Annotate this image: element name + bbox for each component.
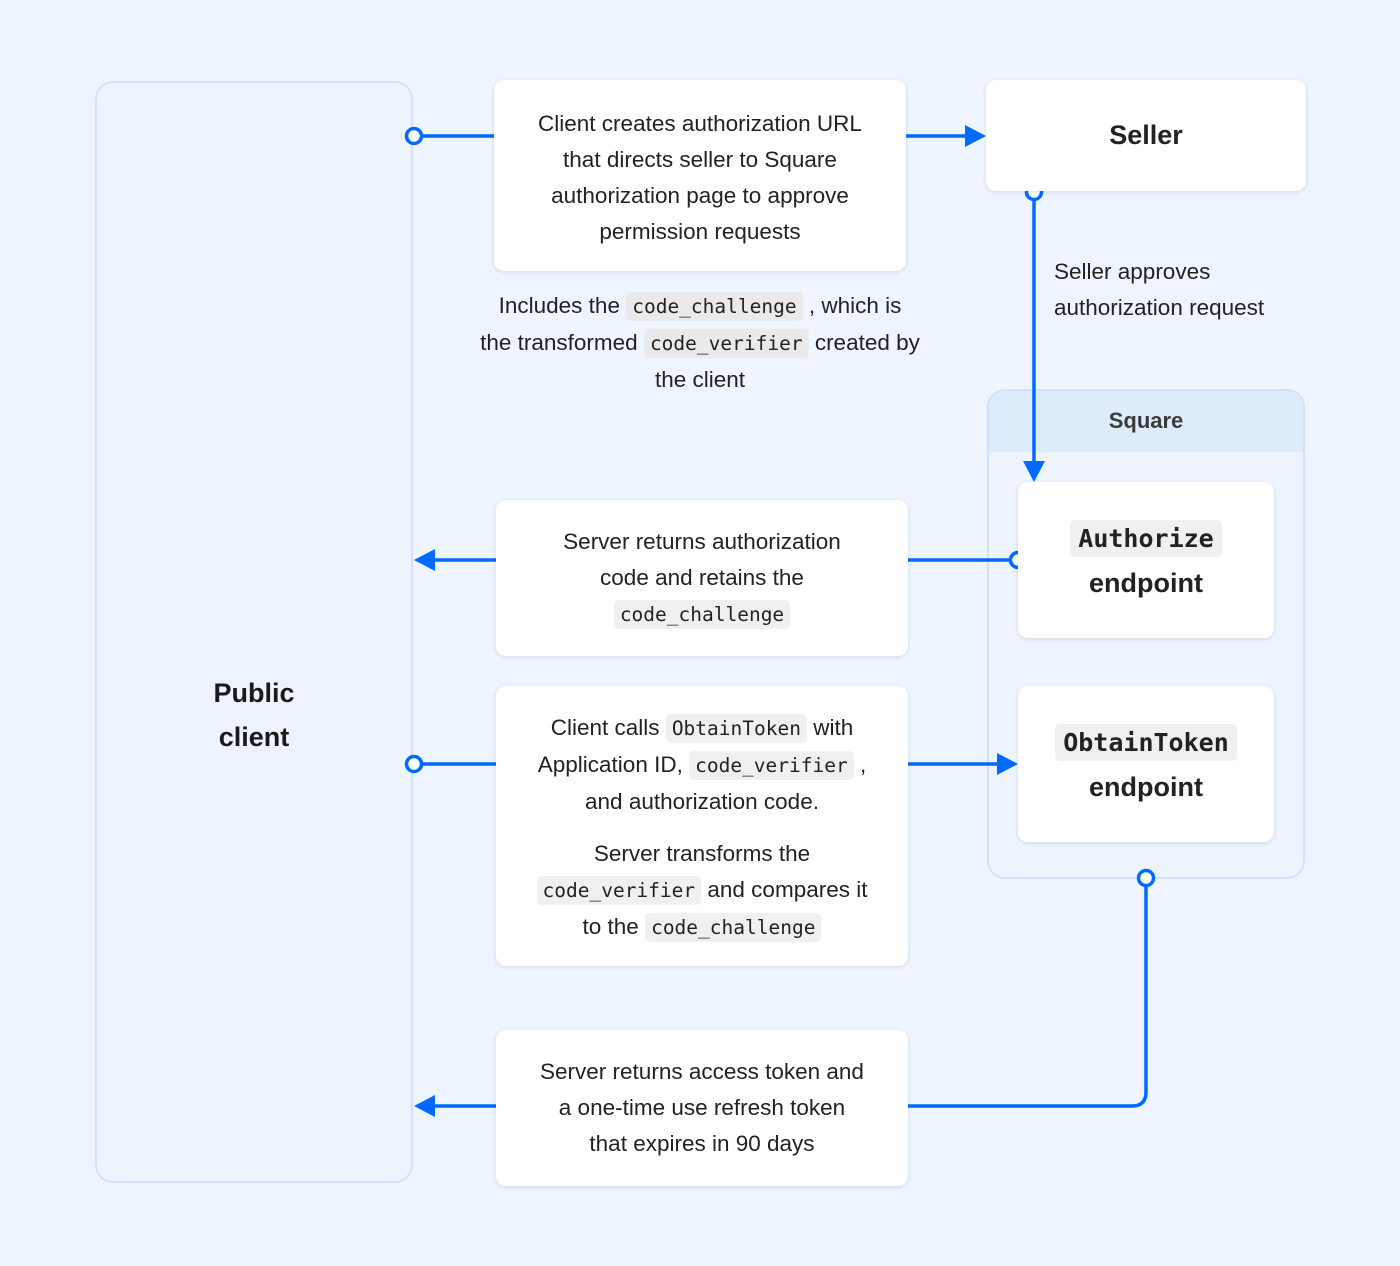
arrowhead-right-icon	[997, 753, 1018, 775]
seller-approves-label: Seller approves authorization request	[1054, 254, 1354, 326]
obtain-token-endpoint-text: endpoint	[1089, 772, 1203, 802]
step1-card: Client creates authorization URL that di…	[494, 80, 906, 271]
step3-text: Server returns authorization code and re…	[563, 529, 841, 590]
arrowhead-left-icon	[414, 549, 435, 571]
authorize-endpoint-card: Authorize endpoint	[1018, 482, 1274, 638]
step4-paragraph-2: Server transforms the code_verifier and …	[520, 836, 884, 946]
public-client-panel: Public client	[95, 81, 413, 1183]
step4-text-2: with Application ID,	[537, 715, 854, 777]
step1-note-text-1: Includes the	[498, 293, 627, 318]
seller-card: Seller	[986, 80, 1306, 191]
seller-label: Seller	[1109, 120, 1183, 150]
step5-text: Server returns access token and a one-ti…	[540, 1059, 864, 1156]
arrowhead-down-icon	[1023, 461, 1045, 482]
step3-code-challenge: code_challenge	[613, 600, 791, 629]
square-header: Square	[989, 391, 1303, 452]
step1-note-text-2: , which is the transformed	[480, 293, 902, 355]
connector-square-to-step5	[908, 878, 1148, 1108]
connector-start-dot	[404, 126, 424, 146]
authorize-endpoint-text: endpoint	[1089, 568, 1203, 598]
step4-text-5: and compares it to the	[582, 877, 868, 939]
authorize-code: Authorize	[1070, 520, 1222, 557]
obtain-token-endpoint-card: ObtainToken endpoint	[1018, 686, 1274, 842]
step1-note-text-3: created by the client	[654, 330, 920, 392]
code-challenge-code: code_challenge	[626, 292, 803, 321]
step3-card: Server returns authorization code and re…	[496, 500, 908, 656]
public-client-title-line2: client	[218, 722, 290, 752]
step4-code-verifier-code-2: code_verifier	[536, 876, 702, 905]
step4-card: Client calls ObtainToken with Applicatio…	[496, 686, 908, 966]
obtain-token-code: ObtainToken	[1055, 724, 1237, 761]
code-verifier-code: code_verifier	[643, 329, 809, 358]
seller-approves-line1: Seller approves	[1054, 259, 1211, 284]
step5-card: Server returns access token and a one-ti…	[496, 1030, 908, 1186]
step4-paragraph-1: Client calls ObtainToken with Applicatio…	[520, 710, 884, 820]
public-client-title: Public client	[97, 671, 411, 759]
arrowhead-left-icon	[414, 1095, 435, 1117]
step4-text-3: , and authorization code.	[585, 752, 867, 814]
step4-obtaintoken-code: ObtainToken	[665, 714, 807, 743]
step1-text: Client creates authorization URL that di…	[538, 111, 862, 244]
step4-text-4: Server transforms the	[593, 841, 811, 866]
step4-code-challenge-code: code_challenge	[645, 913, 822, 942]
step1-note: Includes the code_challenge , which is t…	[480, 288, 920, 398]
connector-start-dot	[1136, 868, 1156, 888]
seller-approves-line2: authorization request	[1054, 295, 1265, 320]
step4-code-verifier-code: code_verifier	[689, 751, 854, 780]
step4-text-1: Client calls	[550, 715, 666, 740]
arrowhead-right-icon	[965, 125, 986, 147]
public-client-title-line1: Public	[213, 678, 295, 708]
connector-start-dot	[404, 754, 424, 774]
